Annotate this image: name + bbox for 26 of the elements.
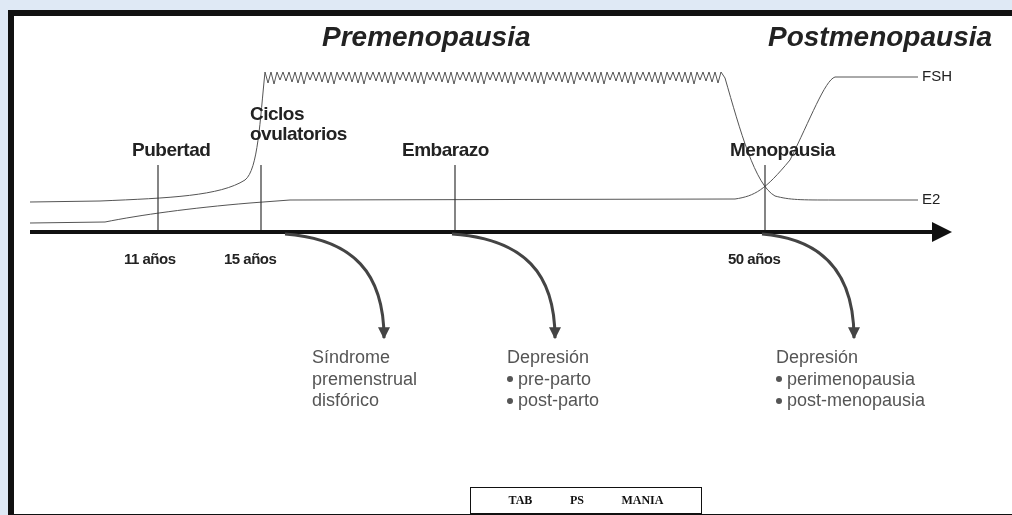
curved-arrow: [451, 232, 561, 340]
phase-label: Premenopausia: [322, 22, 531, 52]
timeline-axis: [30, 222, 952, 242]
condition-text: Síndrome premenstrual disfórico: [312, 347, 417, 412]
label-box: [470, 487, 702, 514]
box-text: PS: [569, 493, 584, 508]
bullet-item: pre-parto: [518, 368, 592, 391]
bullet-item: post-menopausia: [787, 390, 926, 412]
curved-arrow: [761, 232, 860, 340]
event-label: Ciclos ovulatorios: [250, 104, 348, 144]
curve-label: FSH: [922, 68, 952, 84]
box-text: TAB: [508, 493, 533, 508]
bullet-item: post-parto: [518, 390, 600, 412]
age-label: 50 años: [728, 251, 781, 267]
curve-label: E2: [922, 191, 941, 207]
bullet-item: perimenopausia: [787, 368, 916, 391]
event-label: Menopausia: [730, 140, 835, 160]
condition-heading: Depresión: [776, 347, 860, 369]
curved-arrow: [284, 232, 390, 340]
age-label: 15 años: [224, 251, 277, 267]
event-label: Embarazo: [402, 140, 489, 160]
condition-heading: Depresión: [507, 347, 591, 369]
box-text: MANIA: [621, 493, 664, 508]
phase-label: Postmenopausia: [768, 22, 993, 52]
age-label: 11 años: [124, 251, 176, 267]
event-label: Pubertad: [132, 140, 211, 160]
